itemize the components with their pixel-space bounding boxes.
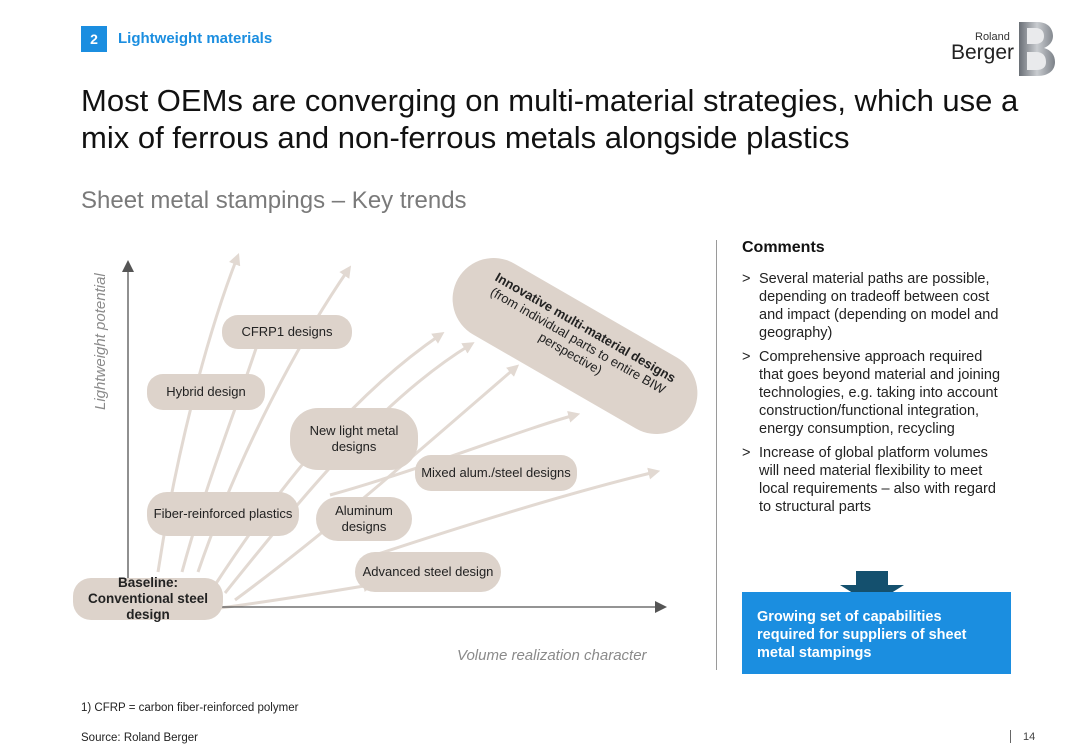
page-number: 14 bbox=[1023, 731, 1036, 743]
y-axis-label: Lightweight potential bbox=[92, 273, 109, 410]
page-separator bbox=[1010, 730, 1011, 743]
section-number: 2 bbox=[81, 26, 107, 52]
node-new-light-metal: New light metal designs bbox=[290, 408, 418, 470]
node-fiber-reinforced: Fiber-reinforced plastics bbox=[147, 492, 299, 536]
comment-text: Several material paths are possible, dep… bbox=[759, 271, 999, 341]
brand-logo-icon bbox=[1019, 22, 1055, 76]
comments-list: > Several material paths are possible, d… bbox=[742, 270, 1010, 522]
page-title: Most OEMs are converging on multi-materi… bbox=[81, 83, 1019, 155]
comment-marker: > bbox=[742, 445, 751, 461]
brand-top: Roland bbox=[975, 31, 1010, 43]
down-arrow-icon bbox=[840, 571, 904, 605]
node-mixed-alum-steel: Mixed alum./steel designs bbox=[415, 455, 577, 491]
comment-marker: > bbox=[742, 271, 751, 287]
comment-item: > Increase of global platform volumes wi… bbox=[742, 444, 1010, 516]
comment-item: > Several material paths are possible, d… bbox=[742, 270, 1010, 342]
arrow-to-mixed-up bbox=[329, 410, 581, 497]
comment-text: Comprehensive approach required that goe… bbox=[759, 349, 1001, 437]
comments-title: Comments bbox=[742, 239, 825, 256]
source-note: Source: Roland Berger bbox=[81, 732, 198, 744]
node-hybrid-design: Hybrid design bbox=[147, 374, 265, 410]
node-cfrp-designs: CFRP1 designs bbox=[222, 315, 352, 349]
arrow-baseline-to-advanced bbox=[219, 580, 376, 610]
comment-marker: > bbox=[742, 349, 751, 365]
page-subtitle: Sheet metal stampings – Key trends bbox=[81, 187, 467, 214]
brand-bottom: Berger bbox=[951, 41, 1015, 64]
panel-divider bbox=[716, 240, 717, 670]
arrow-to-innovative-3 bbox=[234, 364, 520, 602]
section-name: Lightweight materials bbox=[118, 30, 273, 47]
x-axis-label: Volume realization character bbox=[457, 647, 647, 664]
footnote: 1) CFRP = carbon fiber-reinforced polyme… bbox=[81, 702, 299, 714]
node-advanced-steel: Advanced steel design bbox=[355, 552, 501, 592]
callout-box: Growing set of capabilities required for… bbox=[742, 592, 1011, 674]
arrow-to-advanced-right bbox=[359, 467, 661, 562]
comment-item: > Comprehensive approach required that g… bbox=[742, 348, 1010, 438]
comment-text: Increase of global platform volumes will… bbox=[759, 445, 996, 515]
node-aluminum: Aluminum designs bbox=[316, 497, 412, 541]
node-baseline: Baseline: Conventional steel design bbox=[73, 575, 223, 622]
